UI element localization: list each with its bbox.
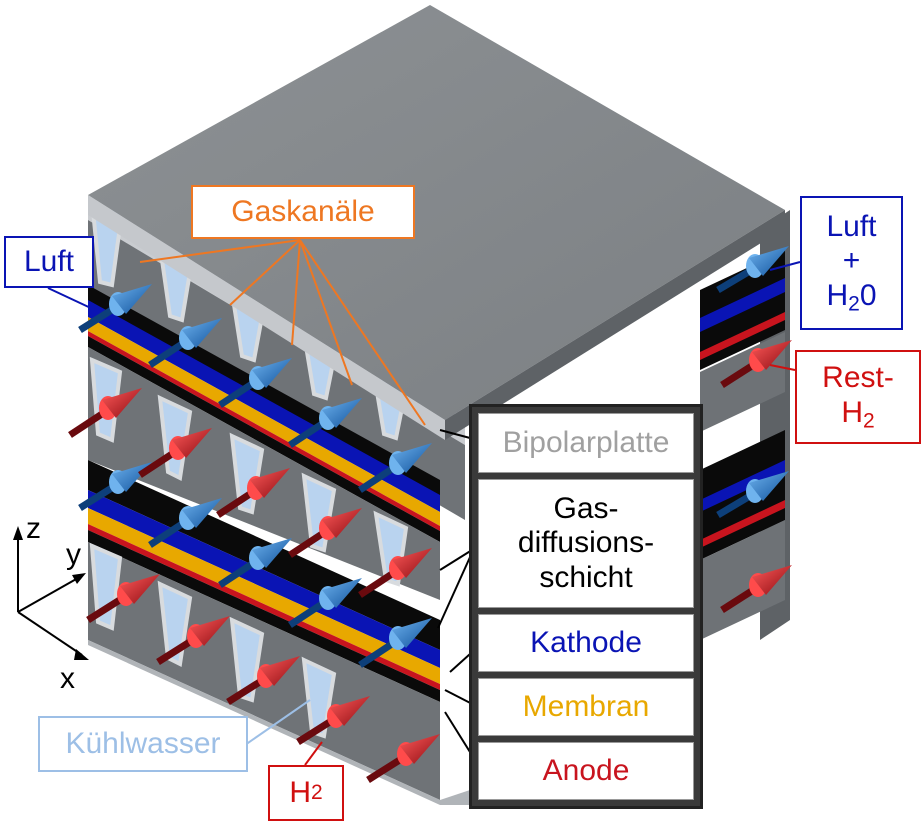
rest-line2: H2: [841, 395, 875, 432]
air-arrow: [358, 618, 432, 668]
rest-h2-label: Rest- H2: [795, 350, 921, 444]
air-arrow-out: [716, 246, 789, 294]
legend-anode: Anode: [478, 742, 694, 801]
gaskanaele-label: Gaskanäle: [191, 185, 415, 239]
h2-arrow: [358, 548, 432, 598]
air-arrow: [358, 443, 432, 493]
axis-y-label: y: [66, 538, 81, 571]
legend-kathode: Kathode: [478, 614, 694, 673]
air-arrow: [218, 358, 292, 408]
h2-arrow: [156, 616, 230, 665]
rest-line1: Rest-: [822, 361, 894, 395]
h2-arrow-out: [720, 340, 792, 388]
air-arrows: [78, 246, 789, 668]
air-arrow: [288, 398, 362, 448]
h2-arrow: [68, 388, 142, 438]
air-arrow: [148, 318, 222, 368]
h2-arrow: [288, 508, 362, 558]
legend-bipolarplatte: Bipolarplatte: [478, 413, 694, 473]
layer-legend: Bipolarplatte Gas- diffusions- schicht K…: [469, 404, 703, 809]
h2-arrow: [216, 468, 290, 518]
air-arrow: [148, 498, 222, 548]
kuehlwasser-label: Kühlwasser: [38, 716, 248, 772]
air-arrow: [288, 578, 362, 628]
coordinate-axes: [13, 526, 89, 660]
stack-right-side: [700, 210, 790, 640]
h2-arrow-out: [720, 565, 792, 613]
h2-arrow: [86, 574, 160, 623]
luft-out-line1: Luft: [826, 209, 877, 243]
h2-arrow: [226, 656, 300, 705]
leader-lines: [47, 239, 801, 769]
axis-x-label: x: [60, 662, 75, 695]
luft-out-line2: +: [842, 244, 861, 278]
legend-gasdiffusionsschicht: Gas- diffusions- schicht: [478, 478, 694, 609]
air-arrow: [78, 284, 152, 333]
h2-arrow: [296, 696, 370, 745]
hydrogen-arrows: [68, 340, 792, 783]
air-arrow-out: [716, 471, 789, 519]
h2-arrow: [366, 734, 440, 783]
h2-arrow: [138, 428, 212, 478]
axis-z-label: z: [26, 512, 41, 545]
luft-out-label: Luft + H20: [800, 196, 903, 330]
air-arrow: [218, 538, 292, 588]
legend-membran: Membran: [478, 678, 694, 737]
luft-out-line3: H20: [826, 278, 877, 316]
luft-in-label: Luft: [4, 236, 94, 288]
